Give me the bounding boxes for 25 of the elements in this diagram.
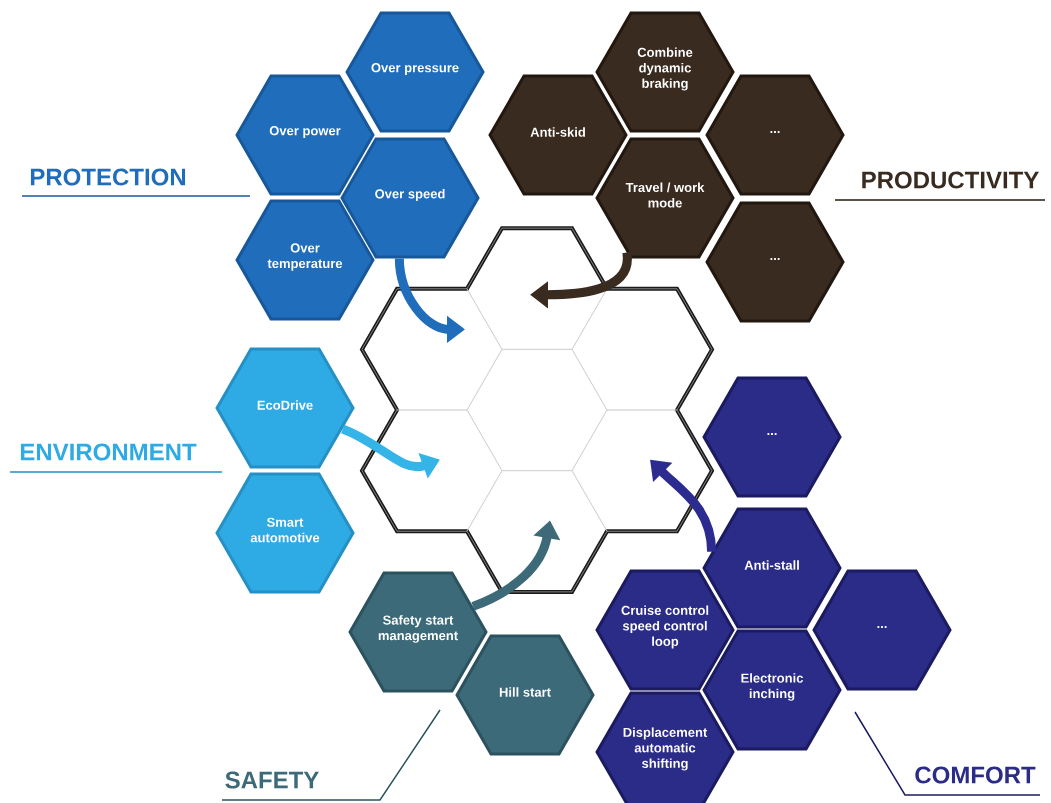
- feature-hexagon: ...: [702, 376, 842, 498]
- hexagon-cell: [571, 409, 713, 532]
- feature-hexagon: Cruise control speed control loop: [595, 569, 735, 691]
- feature-hexagon: ...: [705, 74, 845, 196]
- feature-hexagon: Over temperature: [235, 199, 375, 321]
- feature-hexagon: ...: [812, 569, 952, 691]
- hexagon-cell: [571, 288, 713, 411]
- feature-hexagon: ...: [705, 201, 845, 323]
- hexagon-cell: [361, 409, 503, 532]
- feature-hexagon: Over speed: [340, 137, 480, 259]
- feature-hexagon: Displacement automatic shifting: [595, 691, 735, 803]
- category-heading: PRODUCTIVITY: [862, 171, 1039, 189]
- feature-hexagon: Smart automotive: [215, 472, 355, 594]
- category-heading: PROTECTION: [30, 168, 186, 186]
- hexagon-cell: [466, 470, 608, 593]
- category-heading: SAFETY: [225, 771, 319, 789]
- feature-hexagon: Travel / work mode: [595, 137, 735, 259]
- category-heading: COMFORT: [915, 766, 1036, 784]
- feature-hexagon: Safety start management: [348, 571, 488, 693]
- feature-hexagon: Over power: [235, 74, 375, 196]
- hexagon-cell: [361, 288, 503, 411]
- feature-hexagon: Combine dynamic braking: [595, 11, 735, 133]
- feature-hexagon: EcoDrive: [215, 347, 355, 469]
- category-heading: ENVIRONMENT: [20, 443, 197, 461]
- feature-hexagon: Over pressure: [345, 11, 485, 133]
